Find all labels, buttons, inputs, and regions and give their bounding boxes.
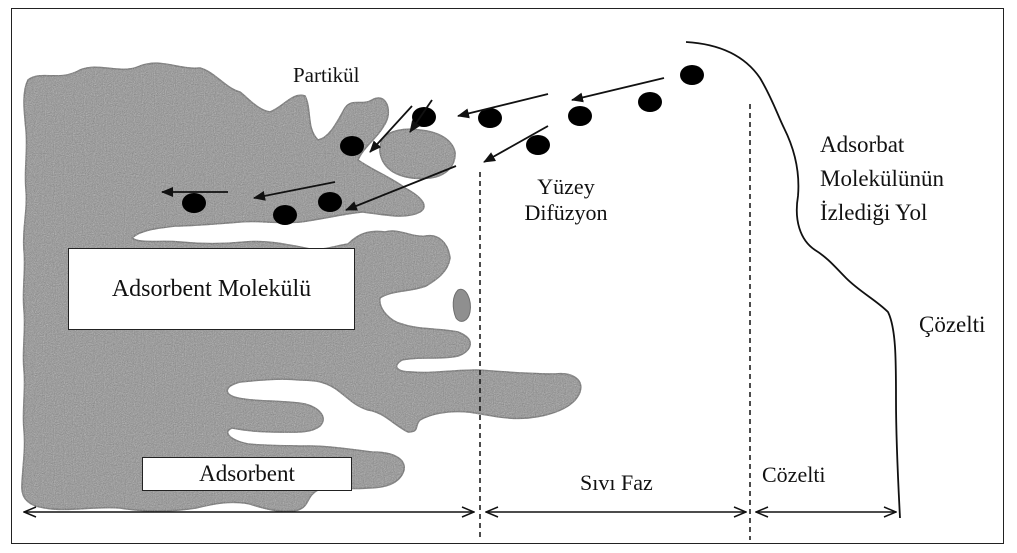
path-arrow bbox=[458, 94, 548, 116]
particle bbox=[638, 92, 662, 112]
particle bbox=[526, 135, 550, 155]
adsorbent-molecule-box: Adsorbent Molekülü bbox=[68, 248, 355, 330]
surface-diffusion-line2: Difüzyon bbox=[496, 200, 636, 226]
particle bbox=[680, 65, 704, 85]
surface-diffusion-line1: Yüzey bbox=[496, 174, 636, 200]
adsorbent-region-box: Adsorbent bbox=[142, 457, 352, 491]
adsorbate-path-line3: İzlediği Yol bbox=[820, 196, 944, 230]
adsorbent-region-label: Adsorbent bbox=[199, 461, 295, 487]
particle bbox=[182, 193, 206, 213]
liquid-phase-label: Sıvı Faz bbox=[580, 470, 653, 496]
adsorbent-molecule-label: Adsorbent Molekülü bbox=[112, 276, 311, 303]
particle bbox=[568, 106, 592, 126]
solution-right-label: Çözelti bbox=[919, 312, 985, 338]
particle bbox=[318, 192, 342, 212]
surface-diffusion-label: Yüzey Difüzyon bbox=[496, 174, 636, 226]
particle-label: Partikül bbox=[293, 62, 360, 88]
adsorbate-path-line1: Adsorbat bbox=[820, 128, 944, 162]
solution-region-label: Cözelti bbox=[762, 462, 826, 488]
particle bbox=[340, 136, 364, 156]
adsorbate-path-line2: Molekülünün bbox=[820, 162, 944, 196]
particle bbox=[273, 205, 297, 225]
solution-boundary-curve bbox=[686, 42, 900, 518]
adsorbate-path-label: Adsorbat Molekülünün İzlediği Yol bbox=[820, 128, 944, 230]
